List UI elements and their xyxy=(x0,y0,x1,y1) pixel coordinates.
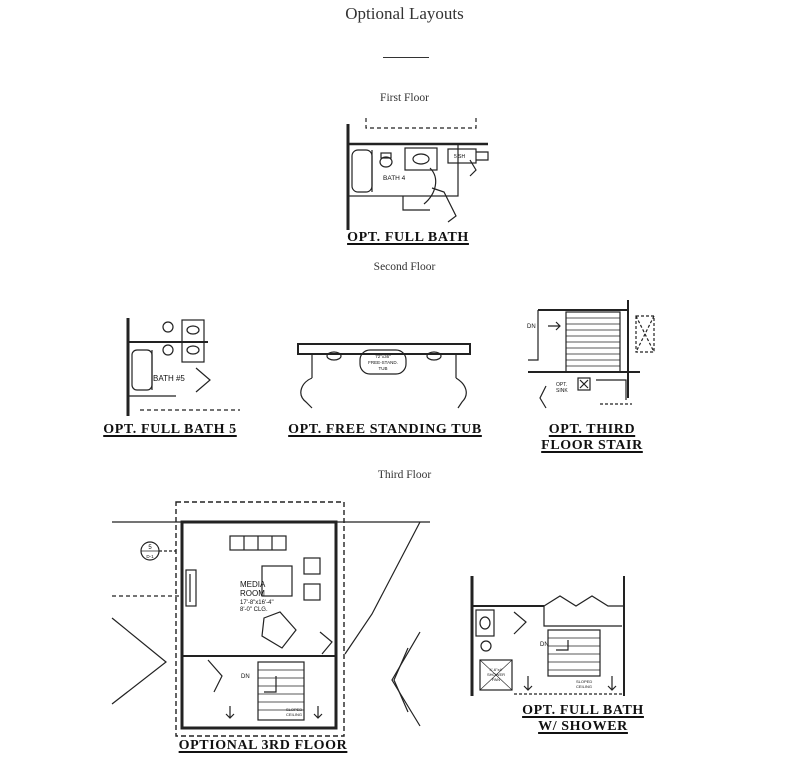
sloped-ceiling-label-1: SLOPED xyxy=(286,707,302,712)
tub-label-size: 72"x36" xyxy=(375,354,391,359)
bath-shower-dn-label: DN xyxy=(540,642,549,648)
caption-opt-full-bath-5: OPT. FULL BATH 5 xyxy=(103,422,237,437)
page-title: Optional Layouts xyxy=(345,4,464,23)
sloped-ceiling-label-2: CEILING xyxy=(286,712,302,717)
plan-opt-free-standing-tub: 72"x36" FREE-STAND. TUB xyxy=(297,343,471,409)
media-room-dims: 17'-8"x16'-4" xyxy=(240,600,274,606)
media-room-ceiling: 8'-0" CLG. xyxy=(240,607,268,613)
bath-4-label: BATH 4 xyxy=(383,175,406,182)
bath-5-label: BATH #5 xyxy=(153,374,185,383)
bath-sloped-ceiling-2: CEILING xyxy=(576,684,592,689)
media-room-name-2: ROOM xyxy=(240,589,265,598)
section-heading-second-floor: Second Floor xyxy=(373,261,436,273)
section-heading-third-floor: Third Floor xyxy=(377,469,432,481)
third-floor-dn-label: DN xyxy=(241,674,250,680)
plan-opt-full-bath-shower: DN 4'-6"x4' SHOWER PAN SLOPED CEILING xyxy=(470,576,625,696)
shelf-label: 5 SH xyxy=(454,154,466,160)
opt-sink-label-2: SINK xyxy=(556,388,568,394)
caption-opt-full-bath: OPT. FULL BATH xyxy=(347,230,469,245)
plan-opt-full-bath-5: BATH #5 xyxy=(126,318,240,416)
plan-opt-third-floor-stair: DN OPT. SINK xyxy=(527,300,655,409)
caption-opt-free-standing-tub: OPT. FREE STANDING TUB xyxy=(288,422,482,437)
caption-opt-full-bath-shower-line1: OPT. FULL BATH xyxy=(522,703,644,718)
caption-optional-3rd-floor: OPTIONAL 3RD FLOOR xyxy=(178,738,348,753)
stair-dn-label: DN xyxy=(527,324,536,330)
plan-optional-3rd-floor: MEDIA ROOM 17'-8"x16'-4" 8'-0" CLG. DN S… xyxy=(111,501,430,737)
shower-size-label: 4'-6"x4' xyxy=(490,667,503,672)
tub-label-tub: TUB xyxy=(379,366,388,371)
section-mark-number: 5 xyxy=(148,545,152,551)
title-divider xyxy=(383,57,429,58)
plan-opt-full-bath: BATH 4 5 SH xyxy=(346,118,489,230)
caption-opt-third-floor-stair-line1: OPT. THIRD xyxy=(548,422,636,437)
media-room-name-1: MEDIA xyxy=(240,580,266,589)
bath-sloped-ceiling-1: SLOPED xyxy=(576,679,592,684)
shower-label: SHOWER xyxy=(487,672,505,677)
tub-label-type: FREE-STAND. xyxy=(368,360,398,365)
caption-opt-third-floor-stair-line2: FLOOR STAIR xyxy=(541,438,643,453)
section-mark-sheet: D-1 xyxy=(146,554,154,559)
shower-pan-label: PAN xyxy=(492,677,500,682)
caption-opt-full-bath-shower-line2: W/ SHOWER xyxy=(538,719,628,734)
opt-sink-label-1: OPT. xyxy=(556,382,567,388)
section-heading-first-floor: First Floor xyxy=(380,92,429,104)
